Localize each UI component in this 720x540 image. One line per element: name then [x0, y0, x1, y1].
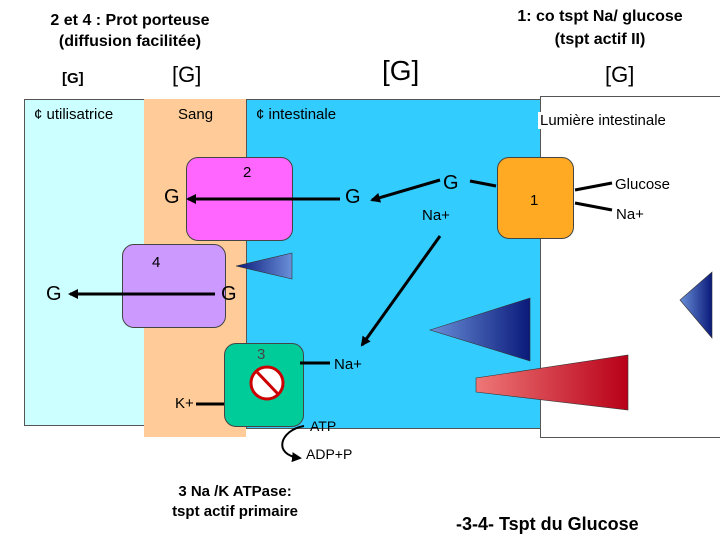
g-lumen-label: [G]	[605, 62, 635, 87]
atp-label: ATP	[310, 418, 337, 434]
arrow-lumen-glucose	[574, 181, 613, 192]
slide-title: -3-4- Tspt du Glucose	[456, 514, 639, 534]
glucose-gradient-wedge-small	[235, 252, 293, 280]
transporter-1	[497, 157, 574, 239]
left-title-line2: (diffusion facilitée)	[58, 33, 202, 50]
right-title-line1: 1: co tspt Na/ glucose	[517, 8, 683, 25]
right-title-line2: (tspt actif II)	[554, 31, 646, 48]
transporter-4-number: 4	[152, 254, 161, 271]
glucose-t2-left: G	[164, 186, 180, 208]
sodium-lumen: Na+	[616, 206, 644, 223]
glucose-t4-right: G	[221, 283, 237, 305]
transporter-4	[122, 244, 226, 328]
glucose-lumen: Glucose	[615, 176, 671, 193]
arrow-atp-hydrolysis	[281, 425, 305, 463]
pump-caption: 3 Na /K ATPase: tspt actif primaire	[145, 482, 325, 522]
transporter-2-number: 2	[243, 164, 252, 181]
glucose-t2-right: G	[345, 186, 361, 208]
transporter-3-number: 3	[257, 346, 266, 363]
g-intestinal-cell-label: [G]	[382, 55, 420, 86]
potassium-pump: K+	[175, 395, 194, 412]
g-blood-label: [G]	[172, 62, 202, 87]
arrow-t1-to-cell	[469, 179, 497, 188]
adp-label: ADP+P	[306, 446, 353, 462]
arrow-glucose-exit-t1	[370, 178, 441, 203]
user-cell-label: ¢ utilisatrice	[34, 106, 114, 123]
intestinal-cell-label: ¢ intestinale	[256, 106, 337, 123]
left-title: 2 et 4 : Prot porteuse (diffusion facili…	[30, 10, 230, 52]
glucose-t1-cell: G	[443, 172, 459, 194]
glucose-gradient-wedge-large	[429, 297, 531, 362]
sodium-pump: Na+	[334, 356, 362, 373]
sodium-t1-cell: Na+	[422, 207, 450, 224]
transporter-1-number: 1	[530, 192, 539, 209]
sodium-gradient-wedge-small	[679, 271, 713, 339]
sodium-gradient-wedge-large	[475, 354, 629, 411]
pump-caption-line2: tspt actif primaire	[172, 503, 298, 520]
glucose-t4-left: G	[46, 283, 62, 305]
arrow-sodium-to-pump	[360, 235, 442, 347]
arrow-lumen-sodium	[574, 201, 613, 212]
blood-label: Sang	[178, 106, 214, 123]
g-user-cell-label: [G]	[62, 70, 84, 87]
left-title-line1: 2 et 4 : Prot porteuse	[50, 12, 210, 29]
right-title: 1: co tspt Na/ glucose (tspt actif II)	[490, 5, 710, 51]
lumen-label: Lumière intestinale	[538, 112, 668, 129]
pump-inhibition-slash	[255, 370, 280, 396]
pump-caption-line1: 3 Na /K ATPase:	[178, 483, 292, 500]
